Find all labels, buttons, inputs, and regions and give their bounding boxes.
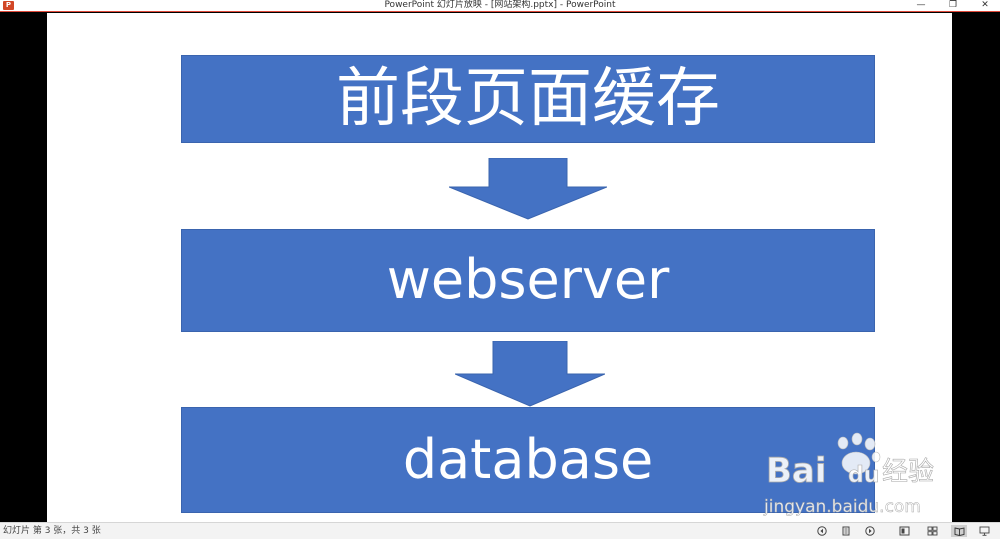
down-arrow-2 (455, 341, 605, 407)
menu-button[interactable] (838, 525, 854, 537)
slide-sorter-button[interactable] (924, 525, 940, 537)
previous-slide-button[interactable] (814, 525, 830, 537)
next-icon (865, 526, 875, 536)
normal-view-icon (899, 526, 909, 536)
slides-menu-icon (842, 526, 850, 536)
next-slide-button[interactable] (862, 525, 878, 537)
slide-sorter-icon (927, 526, 937, 536)
slideshow-icon (979, 526, 989, 536)
slide-canvas[interactable]: 前段页面缓存 webserver database (47, 13, 952, 522)
window-title: PowerPoint 幻灯片放映 - [网站架构.pptx] - PowerPo… (384, 0, 616, 10)
slideshow-view-button[interactable] (976, 525, 992, 537)
reading-view-icon (954, 527, 964, 536)
powerpoint-icon[interactable]: P (3, 1, 14, 10)
minimize-button[interactable]: — (916, 0, 926, 10)
restore-button[interactable]: ❐ (948, 0, 958, 10)
down-arrow-1 (449, 158, 607, 220)
previous-icon (817, 526, 827, 536)
reading-view-button[interactable] (951, 525, 967, 537)
title-bar: P PowerPoint 幻灯片放映 - [网站架构.pptx] - Power… (0, 0, 1000, 12)
box-frontend-cache: 前段页面缓存 (181, 55, 875, 143)
close-button[interactable]: ✕ (981, 0, 989, 10)
slide-counter: 幻灯片 第 3 张，共 3 张 (3, 526, 101, 536)
box-webserver: webserver (181, 229, 875, 332)
box-database: database (181, 407, 875, 513)
normal-view-button[interactable] (896, 525, 912, 537)
status-bar: 幻灯片 第 3 张，共 3 张 (0, 522, 1000, 539)
